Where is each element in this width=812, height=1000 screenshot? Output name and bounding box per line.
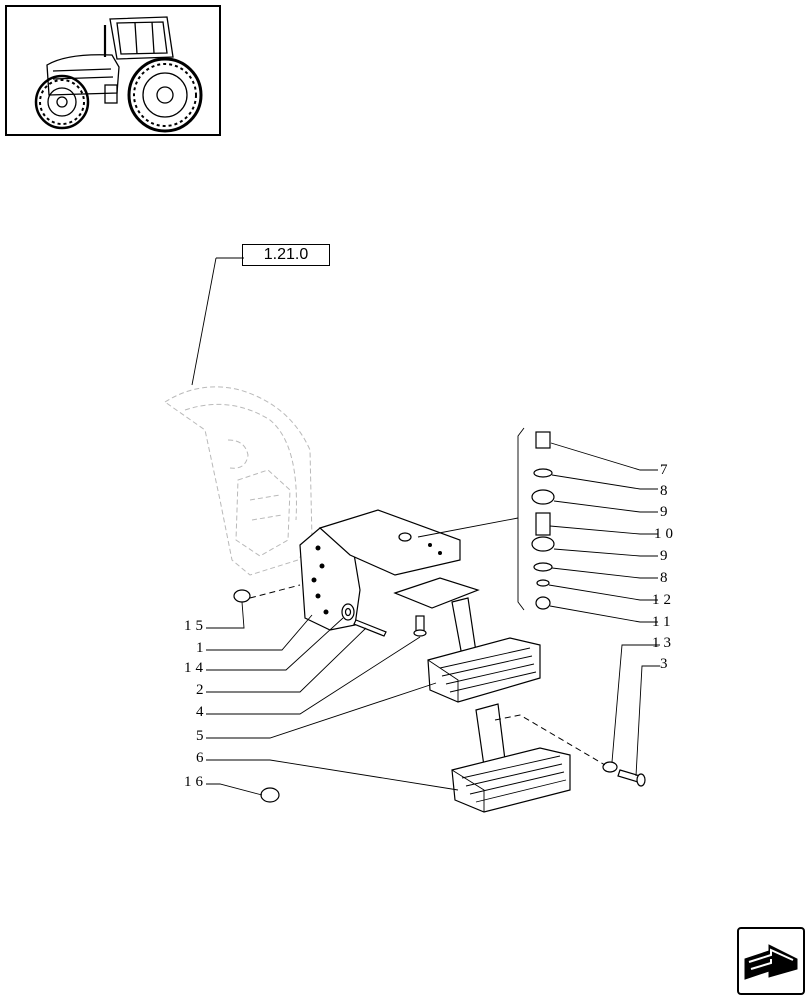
tractor-thumbnail-icon	[34, 16, 203, 133]
callout-14: 14	[184, 660, 207, 676]
callout-9-lower: 9	[660, 548, 668, 564]
mount-kit-group-bracket	[517, 427, 525, 611]
next-page-arrow-icon	[744, 944, 798, 980]
callout-15: 15	[184, 618, 207, 634]
reference-leader-diagonal	[191, 257, 217, 386]
callout-4: 4	[196, 704, 204, 720]
reference-label: 1.21.0	[263, 246, 309, 263]
callout-2: 2	[196, 682, 204, 698]
right-callout-leaders	[548, 442, 660, 777]
tractor-thumbnail	[5, 5, 221, 136]
next-page-button[interactable]	[737, 927, 805, 995]
callout-7: 7	[660, 462, 668, 478]
part-14-washer	[341, 603, 355, 621]
upper-step	[393, 577, 541, 703]
part-4-bolt	[413, 615, 427, 637]
callout-8-upper: 8	[660, 483, 668, 499]
left-callout-leaders	[206, 601, 459, 796]
callout-10: 10	[654, 526, 677, 542]
part-16-nut	[260, 787, 280, 803]
assembly-dash-lines	[249, 584, 606, 766]
lower-step	[451, 703, 571, 813]
callout-3: 3	[660, 656, 668, 672]
mount-stack	[531, 431, 555, 610]
callout-13: 13	[652, 635, 675, 651]
part-3-bolt-washer	[602, 761, 646, 787]
part-2-stud	[353, 619, 387, 637]
reference-label-box[interactable]: 1.21.0	[242, 244, 330, 266]
step-bracket	[299, 509, 461, 631]
callout-5: 5	[196, 728, 204, 744]
callout-1: 1	[196, 640, 204, 656]
callout-11: 11	[652, 614, 674, 630]
callout-16: 16	[184, 774, 207, 790]
callout-8-lower: 8	[660, 570, 668, 586]
fender-context-outline	[164, 386, 313, 576]
callout-6: 6	[196, 750, 204, 766]
mount-kit-leader	[417, 517, 519, 538]
callout-12: 12	[652, 592, 675, 608]
part-15-nut	[233, 589, 251, 603]
callout-9-upper: 9	[660, 504, 668, 520]
